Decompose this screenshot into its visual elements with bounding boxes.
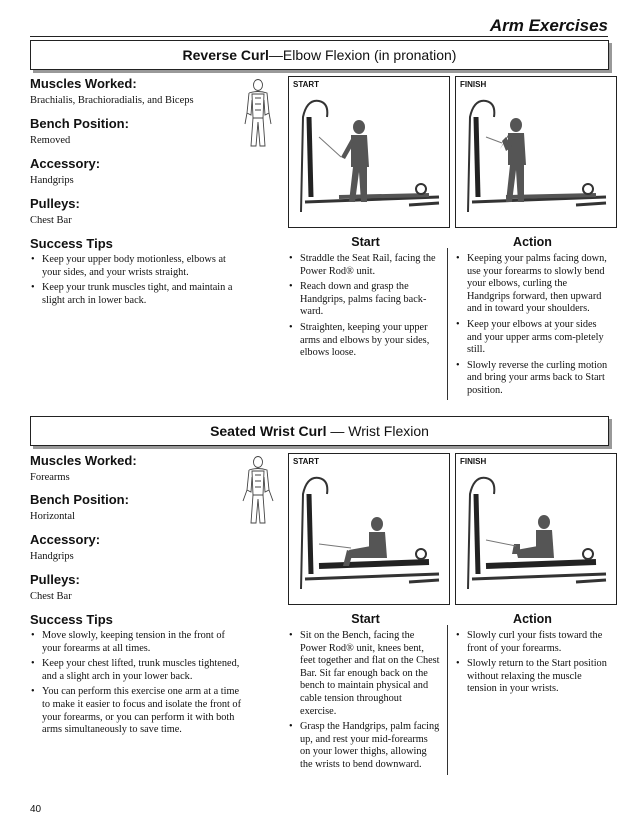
finish-photo: FINISH <box>455 76 617 228</box>
exercise-subtitle: —Elbow Flexion (in pronation) <box>268 47 457 63</box>
success-tips-list: Move slowly, keeping tension in the fron… <box>30 630 242 740</box>
start-heading: Start <box>351 235 380 249</box>
exercise-subtitle: — Wrist Flexion <box>326 423 429 439</box>
start-photo: START <box>288 453 450 605</box>
action-steps-list: Keeping your palms facing down, use your… <box>455 253 610 401</box>
list-item: Straighten, keeping your upper arms and … <box>288 322 440 360</box>
start-photo-label: START <box>293 457 320 466</box>
list-item: Slowly curl your fists toward the front … <box>455 630 610 655</box>
start-photo: START <box>288 76 450 228</box>
muscles-worked-label: Muscles Worked: <box>30 453 137 468</box>
bench-position-value: Horizontal <box>30 511 75 522</box>
accessory-value: Handgrips <box>30 551 74 562</box>
action-heading: Action <box>513 612 552 626</box>
pulleys-label: Pulleys: <box>30 572 80 587</box>
accessory-label: Accessory: <box>30 532 101 547</box>
pulleys-value: Chest Bar <box>30 591 72 602</box>
success-tips-label: Success Tips <box>30 612 113 627</box>
pulleys-value: Chest Bar <box>30 215 72 226</box>
exercise-title-bar: Seated Wrist Curl — Wrist Flexion <box>30 416 609 446</box>
accessory-label: Accessory: <box>30 156 101 171</box>
action-heading: Action <box>513 235 552 249</box>
list-item: Straddle the Seat Rail, facing the Power… <box>288 253 440 278</box>
column-divider <box>447 248 448 400</box>
exercise-name: Seated Wrist Curl <box>210 423 327 439</box>
machine-seated-image <box>467 476 607 590</box>
finish-photo-label: FINISH <box>460 80 487 89</box>
machine-standing-image <box>467 99 607 213</box>
section-title: Arm Exercises <box>489 16 608 35</box>
machine-seated-image <box>300 476 440 590</box>
page-number: 40 <box>30 804 42 815</box>
finish-photo-label: FINISH <box>460 457 487 466</box>
machine-standing-image <box>300 99 440 213</box>
start-photo-label: START <box>293 80 320 89</box>
list-item: You can perform this exercise one arm at… <box>30 686 242 736</box>
bench-position-value: Removed <box>30 135 71 146</box>
pulleys-label: Pulleys: <box>30 196 80 211</box>
list-item: Reach down and grasp the Handgrips, palm… <box>288 281 440 319</box>
list-item: Keep your trunk muscles tight, and maint… <box>30 282 242 307</box>
accessory-value: Handgrips <box>30 175 74 186</box>
muscles-worked-value: Forearms <box>30 472 70 483</box>
start-steps-list: Straddle the Seat Rail, facing the Power… <box>288 253 440 363</box>
list-item: Slowly return to the Start position with… <box>455 658 610 696</box>
muscles-worked-label: Muscles Worked: <box>30 76 137 91</box>
list-item: Keep your upper body motionless, elbows … <box>30 254 242 279</box>
finish-photo: FINISH <box>455 453 617 605</box>
list-item: Keep your elbows at your sides and your … <box>455 319 610 357</box>
start-heading: Start <box>351 612 380 626</box>
list-item: Keeping your palms facing down, use your… <box>455 253 610 316</box>
list-item: Grasp the Handgrips, palm facing up, and… <box>288 721 440 771</box>
start-steps-list: Sit on the Bench, facing the Power Rod® … <box>288 630 440 775</box>
exercise-name: Reverse Curl <box>182 47 269 63</box>
header-rule <box>30 36 608 37</box>
anatomy-figure-icon <box>242 456 274 524</box>
bench-position-label: Bench Position: <box>30 116 129 131</box>
muscles-worked-value: Brachialis, Brachioradialis, and Biceps <box>30 95 194 106</box>
column-divider <box>447 625 448 775</box>
action-steps-list: Slowly curl your fists toward the front … <box>455 630 610 699</box>
anatomy-figure-icon <box>244 79 272 147</box>
list-item: Move slowly, keeping tension in the fron… <box>30 630 242 655</box>
success-tips-label: Success Tips <box>30 236 113 251</box>
list-item: Sit on the Bench, facing the Power Rod® … <box>288 630 440 718</box>
exercise-title-bar: Reverse Curl—Elbow Flexion (in pronation… <box>30 40 609 70</box>
list-item: Slowly reverse the curling motion and br… <box>455 360 610 398</box>
list-item: Keep your chest lifted, trunk muscles ti… <box>30 658 242 683</box>
success-tips-list: Keep your upper body motionless, elbows … <box>30 254 242 310</box>
bench-position-label: Bench Position: <box>30 492 129 507</box>
